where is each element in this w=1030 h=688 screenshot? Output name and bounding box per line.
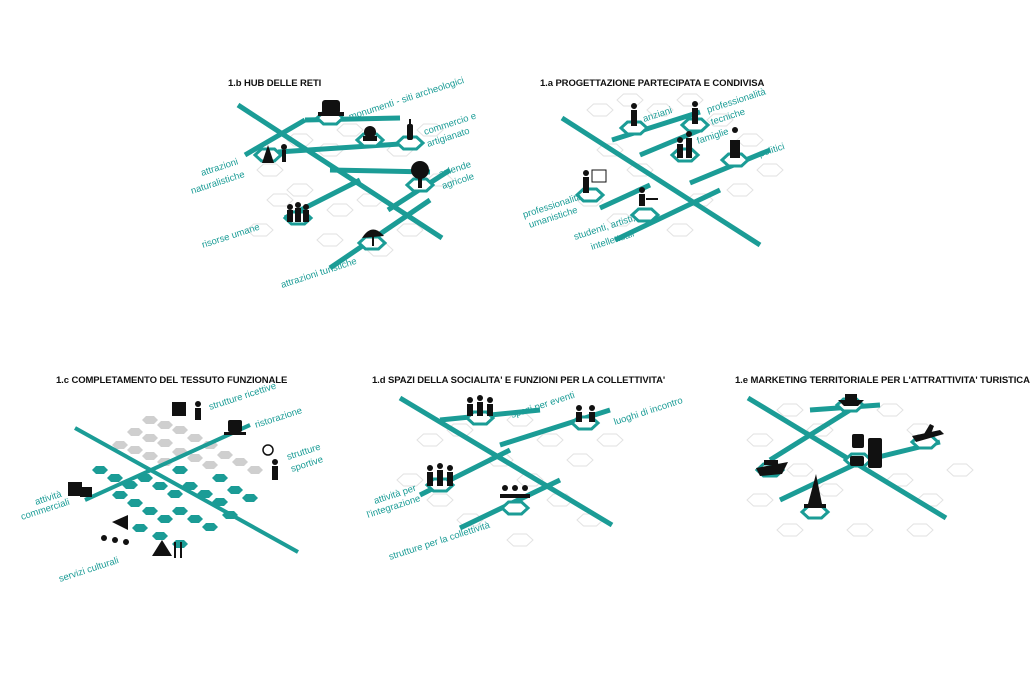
marketing-icons: [756, 394, 944, 508]
label-attrazioni-turistiche: attrazioni turistiche: [280, 256, 359, 291]
label-strutture-collettivita: strutture per la collettività: [388, 520, 493, 563]
tessuto-roads: [74, 423, 299, 554]
teacher-icon: [583, 169, 607, 193]
label-politici: politici: [758, 141, 787, 160]
hotel-bed-icon: [172, 401, 201, 420]
politician-icon: [730, 127, 740, 158]
luggage-camera-icon: [850, 434, 882, 468]
panel-marketing-territoriale: [746, 394, 974, 537]
label-strutture-ricettive: strutture ricettive: [208, 381, 278, 413]
panel-spazi-socialita: spazi per eventi luoghi di incontro atti…: [366, 390, 685, 563]
airplane-icon: [912, 424, 944, 442]
tree-farm-icon: [411, 161, 429, 188]
cheering-people-icon: [427, 463, 453, 486]
partecipata-labels: anziani professionalità tecniche famigli…: [522, 86, 787, 253]
tessuto-teal-cluster: [92, 466, 258, 548]
title-spazi-socialita: 1.d SPAZI DELLA SOCIALITA' E FUNZIONI PE…: [372, 375, 666, 386]
panel-progettazione-partecipata: anziani professionalità tecniche famigli…: [522, 86, 787, 253]
hub-icons: [262, 100, 429, 246]
people-group-icon: [287, 202, 309, 222]
event-crowd-icon: [467, 395, 493, 416]
title-progettazione-partecipata: 1.a PROGETTAZIONE PARTECIPATA E CONDIVIS…: [540, 78, 765, 89]
elder-icon: [631, 103, 637, 126]
student-desk-icon: [639, 187, 658, 206]
label-risorse-umane: risorse umane: [201, 222, 262, 251]
sailboat-icon: [804, 474, 826, 508]
label-servizi-culturali: servizi culturali: [58, 555, 121, 585]
label-monumenti: monumenti - siti archeologici: [348, 75, 466, 123]
tessuto-icons: [68, 401, 278, 558]
title-hub-delle-reti: 1.b HUB DELLE RETI: [228, 78, 322, 89]
yacht-icon: [756, 460, 788, 476]
title-tessuto-funzionale: 1.c COMPLETAMENTO DEL TESSUTO FUNZIONALE: [56, 375, 288, 386]
socialita-labels: spazi per eventi luoghi di incontro atti…: [366, 390, 685, 563]
hub-roads: [236, 102, 452, 271]
shopping-bag-icon: [68, 482, 92, 497]
pizza-cutlery-icon: [152, 540, 182, 558]
partecipata-icons: [583, 101, 740, 206]
coffee-cup-icon: [224, 420, 246, 435]
cinema-audience-icon: [101, 515, 129, 545]
ring-shop-icon: [363, 126, 377, 141]
tree-hiker-icon: [262, 144, 287, 163]
monument-icon: [318, 100, 344, 116]
label-spazi-eventi: spazi per eventi: [510, 390, 577, 421]
title-marketing-territoriale: 1.e MARKETING TERRITORIALE PER L'ATTRATT…: [735, 375, 1030, 386]
wine-bottle-icon: [407, 119, 413, 140]
tennis-player-icon: [262, 444, 278, 480]
cruise-ship-icon: [838, 394, 864, 406]
meeting-people-icon: [576, 405, 595, 422]
panel-hub-delle-reti: monumenti - siti archeologici commercio …: [190, 75, 478, 291]
partecipata-roads: [560, 109, 771, 248]
family-icon: [677, 131, 692, 158]
socialita-icons: [427, 395, 595, 498]
beach-umbrella-icon: [362, 229, 384, 246]
partecipata-grid: [576, 93, 784, 237]
panel-tessuto-funzionale: strutture ricettive ristorazione struttu…: [20, 381, 325, 585]
network-diagrams: monumenti - siti archeologici commercio …: [20, 75, 974, 585]
technician-icon: [692, 101, 698, 124]
label-luoghi-incontro: luoghi di incontro: [613, 395, 685, 428]
label-ristorazione: ristorazione: [254, 405, 304, 431]
table-meeting-icon: [500, 485, 530, 498]
